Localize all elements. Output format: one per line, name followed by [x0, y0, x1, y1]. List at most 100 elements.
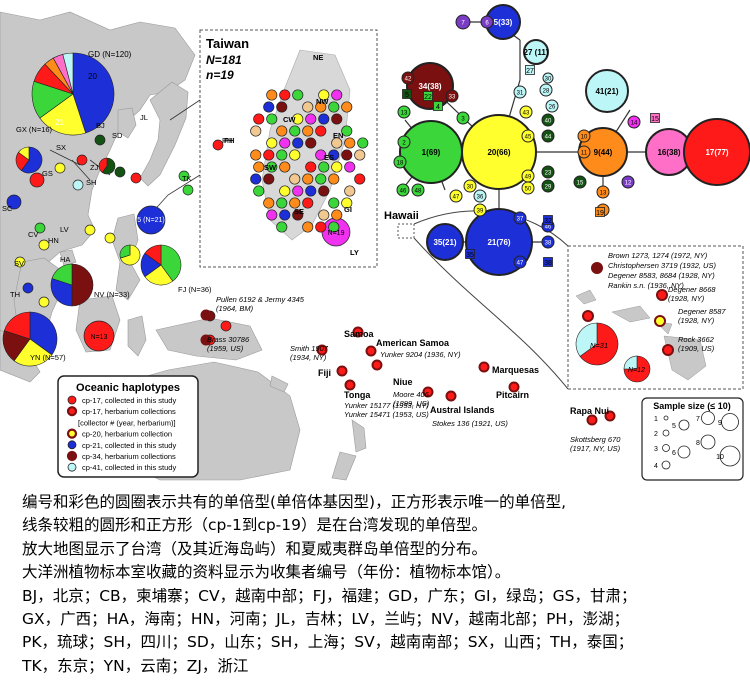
- pie-SC: [6, 194, 22, 210]
- pacific-label-rapa: Rapa Nui: [570, 406, 609, 416]
- pacific-herbarium-dot-7: [478, 361, 490, 373]
- sample-size-circle: [719, 445, 741, 467]
- map-dot-2: [54, 162, 66, 174]
- network-small-label: 30: [545, 77, 552, 83]
- network-small-label: 13: [401, 111, 408, 117]
- taiwan-dot: [331, 89, 343, 101]
- taiwan-dot: [266, 161, 278, 173]
- network-node-label: 34(38): [418, 82, 441, 91]
- taiwan-dot: [263, 101, 275, 113]
- taiwan-dot: [279, 209, 291, 221]
- taiwan-dot: [253, 185, 265, 197]
- hawaii-dot-3: [654, 315, 666, 327]
- map-label: 38: [544, 260, 552, 267]
- pie-slice: [136, 205, 166, 235]
- sample-size-label: 4: [654, 463, 658, 470]
- pie-label-RK: 5 (N=21): [137, 217, 164, 224]
- network-small-node: [473, 203, 487, 217]
- taiwan-region-GI: GI: [344, 205, 352, 214]
- haplotype-map-figure: Taiwan N=181 n=19 Hawaii 1(69)20(66)21(7…: [0, 4, 750, 481]
- sample-size-label: 2: [654, 431, 658, 438]
- pacific-label-asamoa: American Samoa: [376, 338, 450, 348]
- taiwan-dot: [279, 185, 291, 197]
- pie-GD: [31, 52, 115, 136]
- network-small-node: [541, 165, 555, 179]
- taiwan-dot: [305, 113, 317, 125]
- network-node-label: 1(69): [422, 148, 441, 157]
- legend-item-label: cp-17, collected in this study: [82, 396, 176, 405]
- taiwan-dot: [266, 209, 278, 221]
- hawaii-dot-1: [582, 310, 594, 322]
- taiwan-dot: [341, 125, 353, 137]
- taiwan-dot: [263, 173, 275, 185]
- taiwan-dot: [276, 149, 288, 161]
- taiwan-dot: [318, 113, 330, 125]
- sample-size-circle: [701, 411, 715, 425]
- taiwan-dot: [302, 221, 314, 233]
- pie-slice: [98, 157, 108, 173]
- pie-slice: [62, 52, 74, 95]
- network-small-node: [521, 129, 535, 143]
- region-code-SV: SV: [14, 259, 24, 268]
- taiwan-dot: [302, 125, 314, 137]
- pacific-label-yunkerT: Yunker 15177 (1953, NY): [344, 401, 429, 410]
- sample-size-label: 5: [672, 423, 676, 430]
- legend-swatch: [67, 462, 77, 472]
- pie-SD: [98, 157, 116, 175]
- hawaii-label: Degener 8583, 8684 (1928, NY): [608, 271, 715, 280]
- legend-swatch: [66, 406, 78, 417]
- pie-slice: [20, 146, 43, 174]
- hawaii-label: (1928, NY): [668, 294, 705, 303]
- sulawesi: [127, 315, 147, 357]
- region-code-GS: GS: [42, 169, 53, 178]
- caption-line-1: 编号和彩色的圆圈表示共有的单倍型(单倍体基因型)，正方形表示唯一的单倍型,: [22, 493, 567, 511]
- sample-size-label: 1: [654, 416, 658, 423]
- pie-label-GD: GD (N=120): [88, 50, 132, 59]
- map-dot-15: [212, 139, 224, 151]
- network-small-label: 15: [577, 181, 584, 187]
- haplotype-network: 1(69)20(66)21(76)9(44)16(38)17(77)34(38)…: [393, 4, 750, 276]
- network-node-label: 20(66): [487, 148, 510, 157]
- network-small-node: [521, 181, 535, 195]
- pie-label-NV: NV (N=33): [94, 290, 130, 299]
- network-unique-square: 19: [595, 207, 605, 217]
- map-dot-1: [76, 154, 88, 166]
- pie-label-PK: N=13: [91, 334, 108, 341]
- network-small-node: [513, 85, 527, 99]
- taiwan-dot: [263, 149, 275, 161]
- taiwan-region-LY: LY: [350, 248, 359, 257]
- network-node: [426, 223, 464, 261]
- pie-label-YN: YN (N=57): [30, 353, 66, 362]
- hawaii-label: Degener 8587: [678, 307, 726, 316]
- hawaii-label: Degener 8668: [668, 285, 716, 294]
- network-small-label: 39: [477, 209, 484, 215]
- map-dot-14: [182, 184, 194, 196]
- network-small-node: [545, 99, 559, 113]
- pacific-label-fiji: Fiji: [318, 368, 331, 378]
- network-small-label: 49: [525, 175, 532, 181]
- sample-size-label: 9: [718, 420, 722, 427]
- network-small-label: 28: [543, 89, 550, 95]
- legend-item-label: cp-20, herbarium collection: [82, 430, 172, 439]
- taiwan-dot: [318, 161, 330, 173]
- caption-line-3: 放大地图显示了台湾（及其近海岛屿）和夏威夷群岛单倍型的分布。: [22, 539, 488, 558]
- pacific-label-samoa: Samoa: [344, 329, 375, 339]
- network-small-node: [401, 71, 415, 85]
- network-small-label: 46: [400, 189, 407, 195]
- network-small-label: 33: [449, 95, 456, 101]
- pacific-label-austral: Austral Islands: [430, 405, 495, 415]
- pacific-label-tonga: Tonga: [344, 390, 371, 400]
- taiwan-dot: [279, 137, 291, 149]
- network-small-label: 42: [405, 77, 412, 83]
- pacific-herbarium-dot-4: [371, 359, 383, 371]
- network-node-label: 16(38): [657, 148, 680, 157]
- pie-slice: [119, 244, 131, 259]
- network-node-label: 35(21): [433, 238, 456, 247]
- map-label: 15: [651, 116, 659, 123]
- pacific-label-niue: Niue: [393, 377, 413, 387]
- network-unique-square: 15: [650, 113, 660, 123]
- network-small-label: 29: [545, 185, 552, 191]
